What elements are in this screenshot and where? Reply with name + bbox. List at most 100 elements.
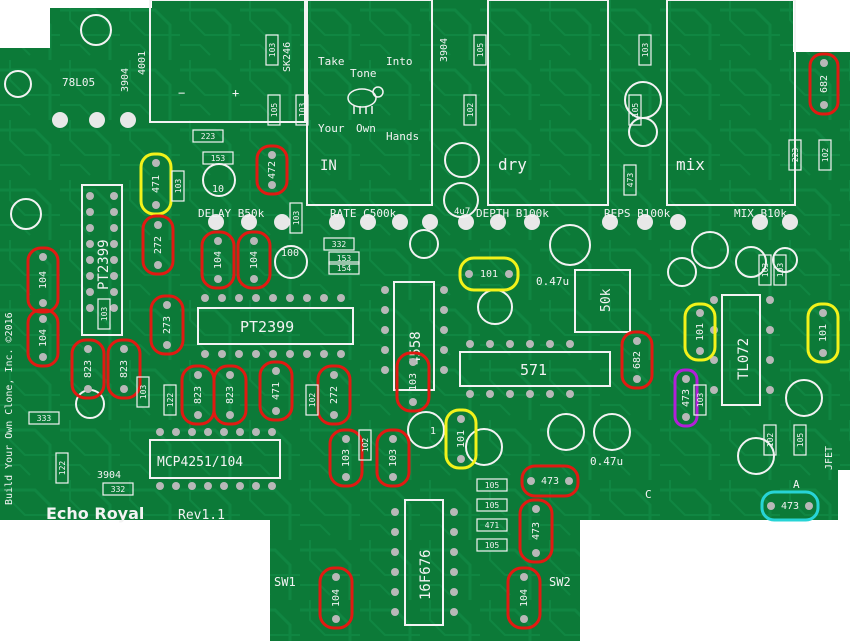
resistor-footprint: [818, 139, 832, 171]
resistor-pad: [819, 349, 827, 357]
resistor-pad: [633, 337, 641, 345]
resistor-label: 122: [166, 393, 175, 408]
resistor-label: 102: [361, 438, 370, 453]
highlight-label: 104: [519, 589, 530, 607]
resistor-label: 105: [270, 103, 279, 118]
highlight-label: 823: [193, 386, 204, 404]
highlight-ring-red: [808, 52, 840, 116]
resistor-label: 223: [201, 132, 216, 141]
resistor-pad: [272, 367, 280, 375]
highlight-ring-red: [255, 144, 289, 196]
resistor-footprint: [328, 261, 360, 275]
resistor-footprint: [192, 129, 224, 143]
highlight-ring-red: [328, 428, 364, 488]
highlight-ring-red: [258, 360, 294, 422]
resistor-label: 105: [796, 433, 805, 448]
resistor-pad: [820, 101, 828, 109]
resistor-label: 102: [766, 433, 775, 448]
switch-label-sw2: SW2: [549, 575, 571, 589]
resistor-pad: [154, 261, 162, 269]
resistor-label: 122: [58, 461, 67, 476]
ic-label-3904-a: 3904: [120, 68, 131, 92]
highlight-ring-red: [520, 464, 580, 498]
resistor-footprint: [758, 254, 772, 286]
resistor-footprint: [623, 164, 637, 196]
resistor-footprint: [628, 94, 642, 126]
ic-label-sk246: SK246: [282, 42, 293, 72]
pot-label-reps: REPS B100k: [604, 207, 671, 220]
switch-label-sw1: SW1: [274, 575, 296, 589]
jack-outlines: [149, 0, 796, 206]
highlight-label: 473: [681, 389, 692, 407]
resistor-pad: [565, 477, 573, 485]
resistor-label: 103: [696, 393, 705, 408]
ic-label-tl072: TL072: [736, 338, 752, 380]
board-title: Echo Royal: [46, 504, 144, 523]
resistor-pad: [214, 275, 222, 283]
resistor-pad: [520, 573, 528, 581]
sheep-logo-icon: [347, 86, 384, 114]
jfet-label: JFET: [824, 446, 835, 470]
resistor-footprint: [323, 237, 355, 251]
resistor-footprint: [97, 298, 111, 330]
resistor-footprint: [171, 170, 185, 202]
resistor-label: 332: [332, 240, 347, 249]
highlight-label: 472: [267, 161, 278, 179]
resistor-footprint: [476, 498, 508, 512]
highlight-label: 104: [331, 589, 342, 607]
highlight-ring-red: [149, 294, 185, 356]
resistor-footprint: [295, 94, 309, 126]
resistor-footprint: [463, 94, 477, 126]
resistor-pad: [532, 505, 540, 513]
resistor-pad: [154, 221, 162, 229]
resistor-footprint: [773, 254, 787, 286]
resistor-pad: [120, 345, 128, 353]
resistor-pad: [457, 455, 465, 463]
highlight-ring-purple: [673, 368, 699, 428]
highlight-ring-yellow: [458, 256, 520, 292]
resistor-label: 333: [37, 414, 52, 423]
svg-text:+: +: [232, 86, 239, 100]
resistor-footprint: [28, 411, 60, 425]
highlight-ring-red: [212, 364, 248, 426]
resistor-footprint: [788, 139, 802, 171]
resistor-pad: [163, 301, 171, 309]
resistor-label: 105: [631, 103, 640, 118]
highlight-ring-red: [395, 351, 431, 413]
resistor-pad: [389, 473, 397, 481]
highlight-label: 101: [818, 324, 829, 342]
resistor-pad: [465, 270, 473, 278]
logo-word-hands: Hands: [386, 130, 419, 143]
highlight-ring-red: [106, 338, 142, 400]
highlight-label: 103: [341, 449, 352, 467]
logo-word-take: Take: [318, 55, 345, 68]
cap-label-047u-b: 0.47u: [590, 455, 623, 468]
resistor-pad: [250, 237, 258, 245]
cap-label-10: 10: [212, 184, 224, 195]
resistor-label: 103: [292, 211, 301, 226]
resistor-pad: [268, 181, 276, 189]
resistor-label: 473: [626, 173, 635, 188]
resistor-pad: [226, 371, 234, 379]
highlight-label: 473: [541, 476, 559, 487]
ic-outlines: [81, 184, 761, 626]
resistor-pad: [633, 375, 641, 383]
resistor-pad: [682, 413, 690, 421]
highlight-ring-yellow: [683, 302, 717, 362]
highlight-label: 101: [695, 323, 706, 341]
resistor-pad: [409, 398, 417, 406]
resistor-footprint: [476, 478, 508, 492]
ic-label-3904-b: 3904: [439, 38, 450, 62]
highlight-label: 101: [480, 269, 498, 280]
ic-label-pt2399-a: PT2399: [96, 239, 112, 290]
logo-word-own: Own: [356, 122, 376, 135]
resistor-footprint: [638, 34, 652, 66]
resistor-footprint: [328, 251, 360, 265]
highlight-label: 471: [151, 175, 162, 193]
ic-label-571: 571: [520, 361, 547, 379]
highlight-label: 272: [153, 236, 164, 254]
resistor-pad: [389, 435, 397, 443]
resistor-pad: [163, 341, 171, 349]
resistor-label: 332: [111, 485, 126, 494]
